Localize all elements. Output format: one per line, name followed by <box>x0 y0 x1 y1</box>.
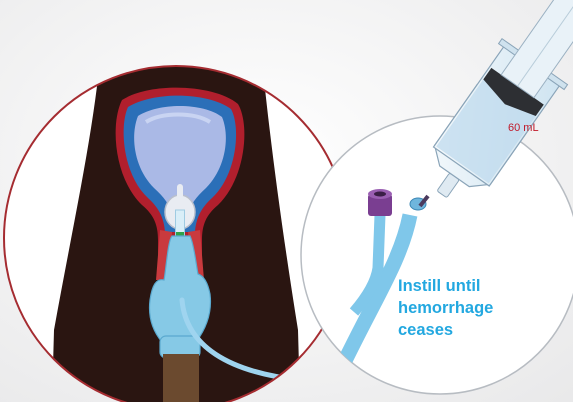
syringe-volume-label: 60 mL <box>508 122 539 134</box>
ports-inset <box>301 116 573 394</box>
instruction-line-2: hemorrhage <box>398 299 493 317</box>
forearm <box>163 354 199 402</box>
instruction-line-1: Instill until <box>398 277 481 295</box>
instruction-line-3: ceases <box>398 321 453 339</box>
